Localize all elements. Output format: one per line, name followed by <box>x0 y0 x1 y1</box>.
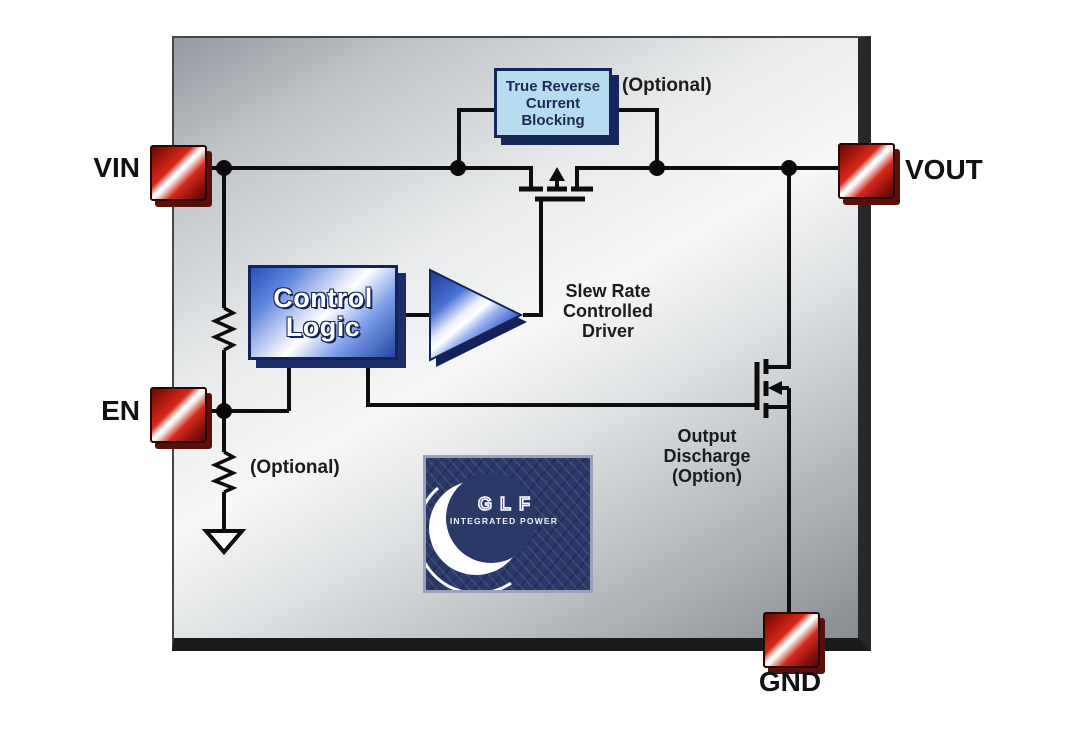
reverse-blocking-label-line2: Current <box>525 94 581 112</box>
reverse-blocking-label-line3: Blocking <box>521 111 585 129</box>
junction-dot-reverse-right <box>649 160 665 176</box>
resistor-vin-en <box>210 306 238 352</box>
reverse-block-left-wire <box>457 108 495 168</box>
junction-dot-reverse-left <box>450 160 466 176</box>
en-pin-label: EN <box>101 395 140 426</box>
control-logic-discharge-gate-wire <box>366 356 757 407</box>
resistor-en-pulldown <box>210 450 238 494</box>
output-discharge-line1: Output <box>677 426 737 446</box>
vout-pin <box>838 143 895 199</box>
reverse-blocking-optional-note: (Optional) <box>622 75 712 96</box>
driver-label-line1: Slew Rate <box>565 281 651 301</box>
junction-dot-vin <box>216 160 232 176</box>
pass-fet-body-arrow <box>549 167 565 181</box>
discharge-fet-body-arrow <box>768 381 782 395</box>
output-discharge-line2: Discharge <box>663 446 751 466</box>
control-logic-label-line1: Control <box>273 282 373 313</box>
logo-tagline-text: INTEGRATED POWER <box>449 516 559 526</box>
en-pin <box>150 387 207 443</box>
driver-triangle <box>429 268 524 362</box>
en-pulldown-optional-note: (Optional) <box>250 457 340 478</box>
driver-label-line2: Controlled <box>563 301 653 321</box>
control-logic-block: Control Logic <box>248 265 398 360</box>
gnd-pin <box>763 612 820 668</box>
discharge-drain-wire <box>767 168 791 369</box>
crescent-moon-icon <box>426 473 536 590</box>
reverse-blocking-label-line1: True Reverse <box>505 77 601 95</box>
glf-logo: GLF INTEGRATED POWER <box>423 455 593 593</box>
output-discharge-label: Output Discharge (Option) <box>645 426 769 486</box>
driver-label-line3: Driver <box>581 321 635 341</box>
gnd-pin-label: GND <box>758 666 822 697</box>
rail-passfet-to-vout <box>575 166 838 188</box>
ground-symbol <box>201 529 247 556</box>
logo-name-text: GLF <box>477 493 538 515</box>
output-discharge-line3: (Option) <box>672 466 742 486</box>
slew-rate-driver-label: Slew Rate Controlled Driver <box>546 281 670 341</box>
reverse-block-right-wire <box>618 108 659 168</box>
junction-dot-en <box>216 403 232 419</box>
rail-vin-to-passfet <box>203 166 533 188</box>
reverse-current-blocking-block: True Reverse Current Blocking <box>494 68 612 138</box>
control-logic-label-line2: Logic <box>285 311 361 342</box>
vin-pin-label: VIN <box>93 152 140 183</box>
driver-gate-wire <box>523 197 543 317</box>
junction-dot-vout <box>781 160 797 176</box>
vin-pin <box>150 145 207 201</box>
vout-pin-label: VOUT <box>905 154 983 185</box>
